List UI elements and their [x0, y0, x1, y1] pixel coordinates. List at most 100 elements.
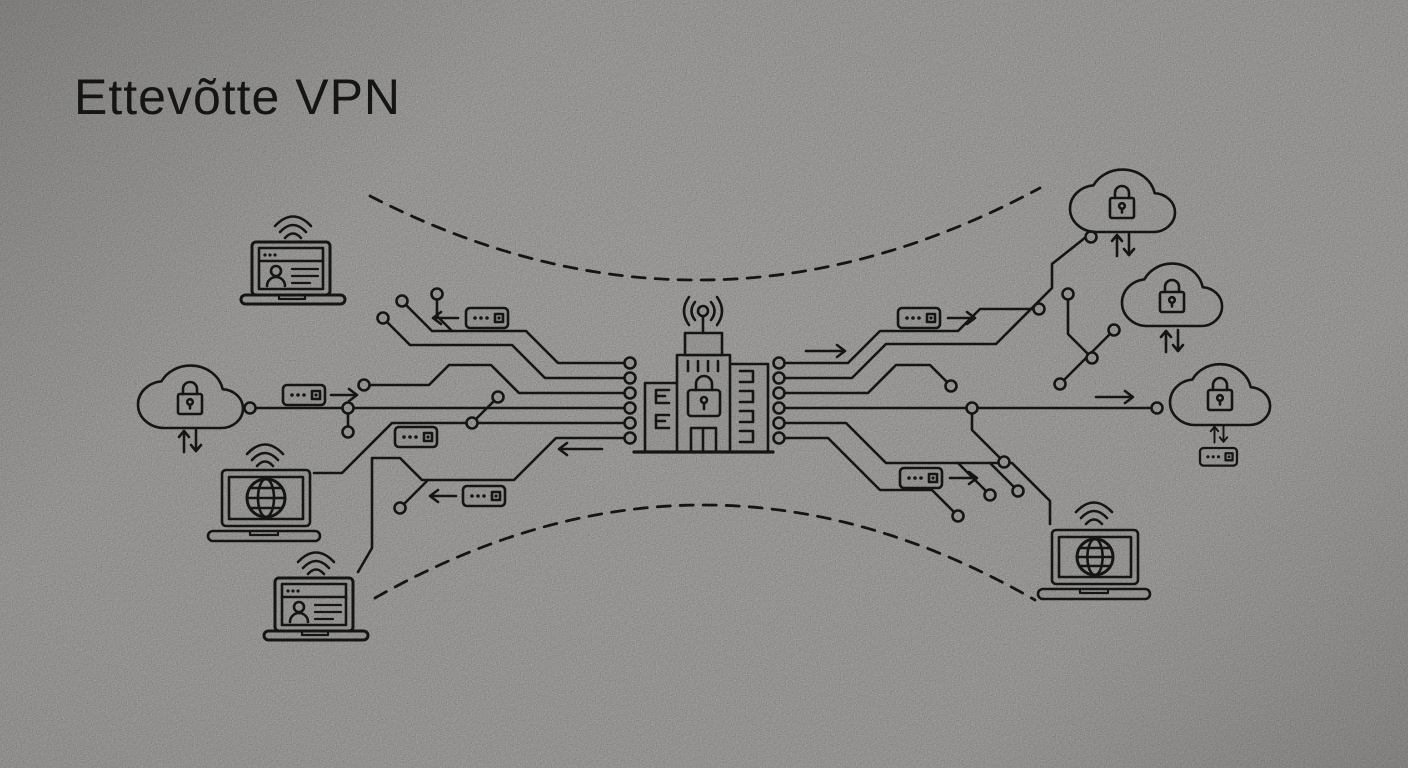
circuit-trace — [783, 363, 949, 395]
flow-arrow-left-icon — [428, 488, 458, 504]
circuit-trace — [970, 412, 1002, 460]
page-title: Ettevõtte VPN — [74, 69, 402, 125]
flow-arrow-right-icon — [804, 343, 847, 359]
circuit-node — [1107, 323, 1121, 337]
circuit-pins-left — [623, 356, 637, 445]
hq-building-icon — [632, 295, 775, 454]
lock-icon — [686, 374, 722, 418]
building-roof-band — [683, 331, 724, 357]
building-left-wing — [643, 381, 681, 454]
data-packet-icon — [281, 383, 327, 407]
circuit-traces-left — [243, 287, 637, 574]
circuit-trace — [312, 421, 625, 475]
circuit-pin — [623, 356, 637, 370]
circuit-trace — [783, 307, 1035, 365]
circuit-trace — [404, 303, 625, 365]
antenna-icon — [682, 295, 724, 335]
cloud-mid-right — [1122, 264, 1222, 354]
circuit-node — [997, 455, 1011, 469]
circuit-pin — [623, 401, 637, 415]
circuit-node — [983, 488, 997, 502]
flow-arrow-left-icon — [557, 441, 604, 457]
circuit-node — [243, 401, 257, 415]
circuit-node — [341, 425, 355, 439]
globe-icon — [245, 477, 287, 519]
data-packet-icon — [896, 306, 942, 330]
wifi-icon — [245, 443, 285, 468]
lock-icon — [176, 380, 204, 416]
flow-arrow-right-icon — [1094, 389, 1135, 405]
circuit-node — [395, 294, 409, 308]
circuit-node — [1085, 351, 1099, 365]
circuit-node — [1061, 287, 1075, 301]
circuit-pins-right — [772, 356, 786, 445]
circuit-pin — [772, 401, 786, 415]
circuit-node — [965, 401, 979, 415]
circuit-trace — [368, 363, 625, 395]
lock-icon — [1206, 376, 1234, 412]
secure-cloud-icon — [1070, 170, 1175, 232]
secure-cloud-icon — [1122, 264, 1222, 326]
circuit-traces-right — [772, 230, 1164, 526]
circuit-pin — [772, 386, 786, 400]
laptop-id-bottom-left — [264, 553, 368, 641]
up-down-arrows-icon — [177, 428, 203, 454]
building-vent-ticks — [686, 359, 720, 373]
vpn-tunnel-boundary-top — [368, 186, 1042, 282]
circuit-pin — [623, 386, 637, 400]
secure-cloud-icon — [138, 366, 243, 428]
circuit-trace — [385, 320, 625, 380]
building-windows — [654, 369, 755, 444]
building-right-wing — [726, 362, 770, 454]
circuit-trace — [783, 436, 956, 514]
data-packet-icon — [461, 484, 507, 508]
cloud-far-right — [1170, 364, 1270, 467]
circuit-node — [393, 501, 407, 515]
circuit-pin — [772, 371, 786, 385]
circuit-node — [1150, 401, 1164, 415]
flow-arrow-right-icon — [329, 387, 359, 403]
laptop-globe-right — [1036, 501, 1152, 601]
circuit-pin — [772, 416, 786, 430]
flow-arrow-right-icon — [946, 310, 977, 326]
circuit-trace — [435, 297, 454, 333]
up-down-arrows-icon — [1209, 425, 1229, 444]
circuit-trace — [783, 421, 1052, 526]
circuit-node — [357, 378, 371, 392]
data-packet-icon — [1198, 446, 1239, 467]
vpn-tunnel-boundary-bottom — [373, 503, 1037, 602]
data-packets-and-arrows — [281, 306, 1135, 508]
cloud-left — [138, 366, 243, 454]
circuit-trace — [402, 478, 430, 506]
circuit-node — [376, 311, 390, 325]
laptop-globe-left — [206, 443, 322, 543]
data-packet-icon — [393, 425, 439, 449]
lock-icon — [1158, 278, 1186, 314]
circuit-node — [341, 401, 355, 415]
up-down-arrows-icon — [1110, 232, 1136, 258]
data-packet-icon — [464, 306, 510, 330]
circuit-pin — [772, 431, 786, 445]
circuit-node — [465, 416, 479, 430]
circuit-node — [944, 379, 958, 393]
circuit-node — [951, 509, 965, 523]
circuit-node — [1011, 484, 1025, 498]
data-packet-icon — [898, 466, 944, 490]
circuit-trace — [356, 436, 625, 574]
up-down-arrows-icon — [1159, 328, 1185, 354]
circuit-pin — [623, 431, 637, 445]
circuit-node — [491, 390, 505, 404]
globe-icon — [1075, 537, 1115, 577]
circuit-node — [1032, 302, 1046, 316]
flow-arrow-right-icon — [948, 470, 979, 486]
laptop-id-top-left — [241, 217, 345, 305]
cloud-top-right — [1070, 170, 1175, 258]
circuit-trace — [783, 235, 1088, 380]
circuit-pin — [623, 416, 637, 430]
wifi-icon — [1074, 501, 1114, 526]
lock-icon — [1108, 184, 1136, 220]
circuit-trace — [988, 461, 1016, 489]
circuit-pin — [623, 371, 637, 385]
